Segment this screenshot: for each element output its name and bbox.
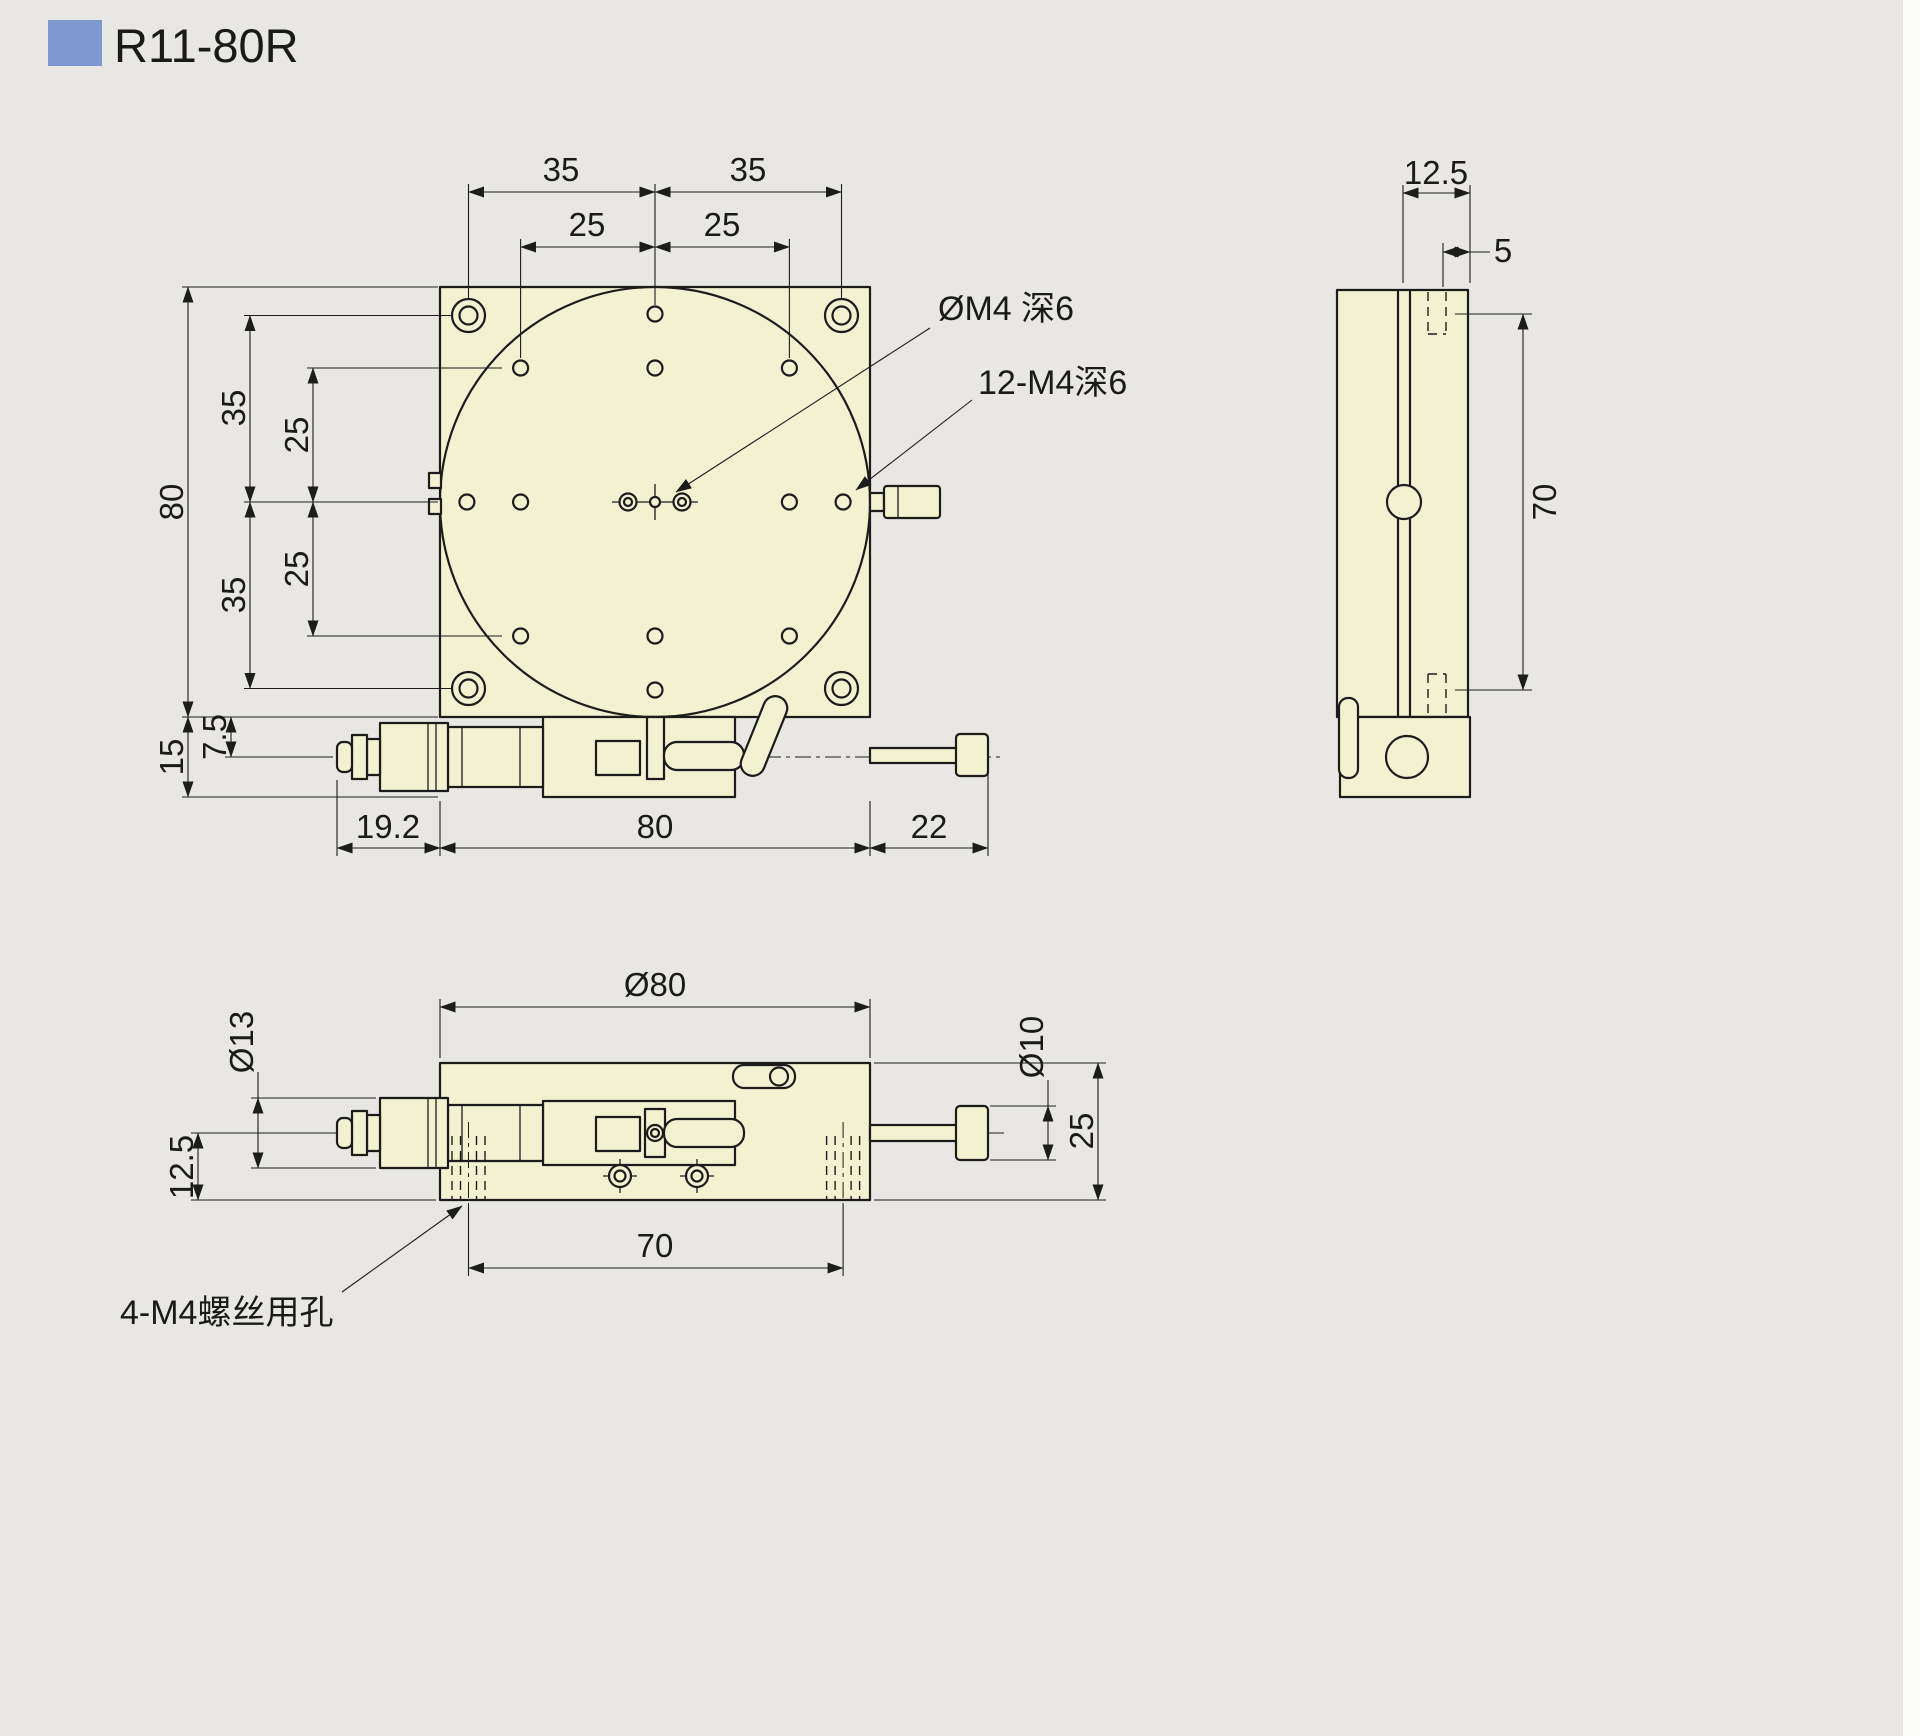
leader-line [341,1205,463,1293]
dim-left-15: 15 [153,739,190,776]
side-view: 12.5 5 70 [1335,154,1563,799]
lock-lever [739,695,789,777]
dim-bottom-70: 70 [637,1227,674,1264]
m4-hole [646,305,664,323]
center-side-hole-inner [676,496,688,508]
dim-dia-10: Ø10 [1013,1016,1050,1078]
dim-left-35-upper: 35 [215,390,252,427]
bottom-view: Ø80 Ø13 Ø10 12.5 25 [120,966,1106,1332]
bracket-pocket-front [594,1115,642,1153]
top-view-dimensions: 35 35 25 25 80 35 25 25 35 [153,151,989,856]
pin-bore-inner [649,1127,661,1139]
side-view-dimensions: 12.5 5 70 [1402,154,1563,691]
corner-hole-inner [831,678,852,699]
spring-knob [954,732,990,778]
leader-line [855,399,973,491]
m4-hole [646,359,664,377]
side-view-part [1335,288,1472,799]
micrometer-sleeve [446,725,545,789]
dim-left-25-lower: 25 [278,551,315,588]
m4-hole [458,493,476,511]
annotation-corner-holes: 4-M4螺丝用孔 [120,1294,333,1332]
m4-hole [780,359,799,377]
corner-hole-inner [458,678,479,699]
dim-side-12-5: 12.5 [1404,154,1468,191]
dim-bottom-80: 80 [637,808,674,845]
dim-bottom-12-5: 12.5 [163,1135,200,1199]
top-view-annotations: ØM4 深6 12-M4深6 [675,290,1127,493]
leader-line [675,327,931,493]
dim-top-35-right: 35 [730,151,767,188]
dim-bottom-25: 25 [1063,1113,1100,1150]
micrometer-cap-front [335,1116,354,1150]
micrometer-thimble [378,721,450,793]
center-m4-hole [648,495,662,509]
micrometer-collar-front [350,1109,369,1157]
dim-side-70: 70 [1526,484,1563,521]
bottom-view-part [298,1061,1008,1210]
screw-head-inner [613,1169,627,1183]
dim-left-35-lower: 35 [215,577,252,614]
m4-hole [646,681,664,699]
dim-bottom-22: 22 [911,808,948,845]
page-edge [1903,0,1920,1736]
drive-bar [662,740,746,772]
title-block: R11-80R [48,19,299,72]
clamp-neck [868,491,886,513]
lever-pin [768,1066,790,1087]
m4-hole [511,493,530,511]
dim-dia-13: Ø13 [223,1011,260,1073]
clamp-knob [882,484,942,520]
dim-top-25-right: 25 [704,206,741,243]
dim-top-25-left: 25 [569,206,606,243]
micrometer-thimble-front [378,1096,450,1170]
clamp-knob-side [1385,483,1423,521]
side-bore [1384,734,1430,780]
dim-left-25-upper: 25 [278,417,315,454]
title-accent-square [48,20,102,66]
micrometer-sleeve-front [446,1103,545,1163]
m4-hole [511,627,530,645]
spring-knob-front [954,1104,990,1162]
drive-bar-front [662,1117,746,1149]
m4-hole [646,627,664,645]
bottom-view-dimensions: Ø80 Ø13 Ø10 12.5 25 [163,966,1106,1276]
page-title: R11-80R [114,19,299,72]
micrometer-ratchet-front [365,1113,382,1153]
spring-rod-front [868,1123,960,1143]
bottom-view-annotations: 4-M4螺丝用孔 [120,1205,463,1332]
micrometer-cap [335,740,354,774]
dim-dia-80: Ø80 [624,966,686,1003]
m4-hole [780,627,799,645]
top-view: 35 35 25 25 80 35 25 25 35 [153,151,1127,856]
m4-hole [780,493,799,511]
center-side-hole-inner [622,496,634,508]
dim-side-5: 5 [1494,232,1512,269]
dim-left-80: 80 [153,484,190,521]
corner-hole-inner [831,305,852,326]
bracket-pocket [594,739,642,777]
annotation-center-hole: ØM4 深6 [938,290,1074,328]
spring-rod [868,746,960,765]
drive-pin [645,715,666,781]
m4-hole [834,493,852,511]
screw-head-inner [690,1169,704,1183]
micrometer-ratchet [365,737,382,777]
dim-bottom-19-2: 19.2 [356,808,420,845]
dim-left-7-5: 7.5 [196,714,233,760]
set-screw-nub [427,497,443,516]
corner-hole-inner [458,305,479,326]
micrometer-collar [350,733,369,781]
set-screw-nub [427,471,443,490]
top-view-part [315,285,1005,799]
m4-hole [511,359,530,377]
annotation-pattern-holes: 12-M4深6 [978,364,1127,402]
side-cylinder [1337,696,1360,780]
dim-top-35-left: 35 [543,151,580,188]
